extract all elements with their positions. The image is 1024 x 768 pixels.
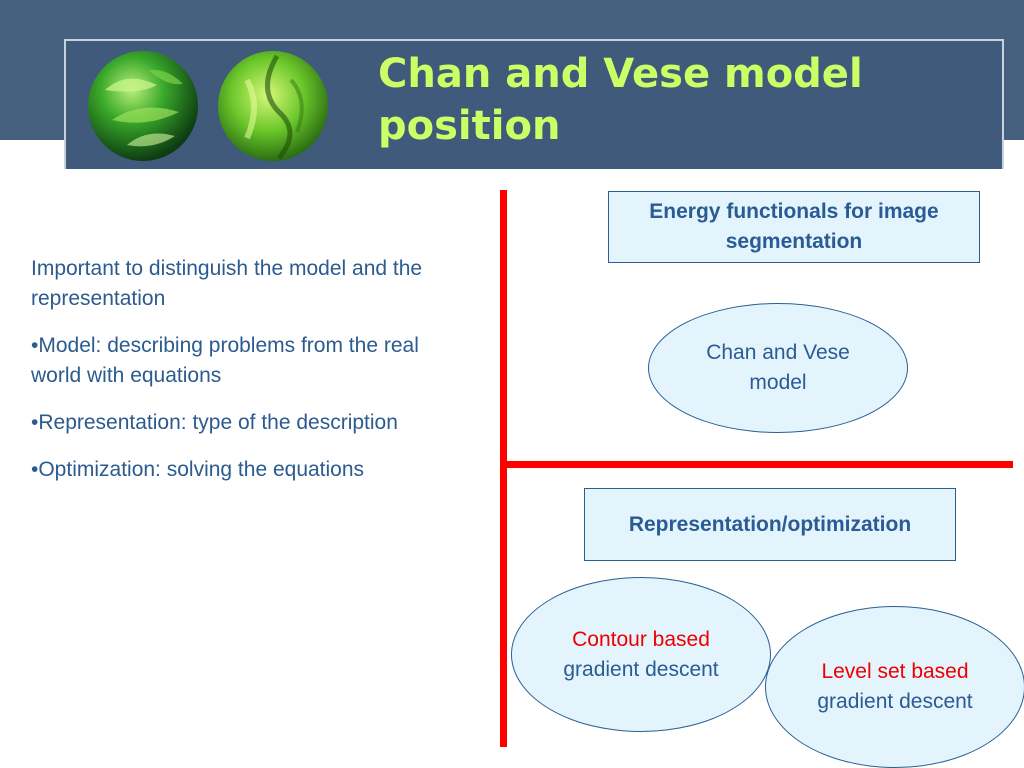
vertical-divider <box>500 190 507 747</box>
slide-title: Chan and Vese model position <box>378 48 978 152</box>
horizontal-divider <box>505 461 1013 468</box>
title-line-1: Chan and Vese model <box>378 51 863 97</box>
chan-vese-ellipse: Chan and Vese model <box>648 303 908 433</box>
bullet-representation: •Representation: type of the description <box>31 411 398 434</box>
contour-label-line-1: Contour based <box>572 627 710 651</box>
paragraph-intro: Important to distinguish the model and t… <box>31 257 423 310</box>
representation-box: Representation/optimization <box>584 488 956 561</box>
explanation-text: Important to distinguish the model and t… <box>31 254 471 502</box>
title-line-2: position <box>378 103 561 149</box>
leaf-sphere-icon <box>217 50 329 167</box>
level-set-label-line-2: gradient descent <box>817 690 973 713</box>
contour-label-line-2: gradient descent <box>563 657 719 681</box>
bullet-model: •Model: describing problems from the rea… <box>31 334 419 387</box>
contour-ellipse: Contour based gradient descent <box>511 577 771 732</box>
level-set-ellipse: Level set based gradient descent <box>765 606 1024 768</box>
chan-vese-label-line-1: Chan and Vese <box>706 341 850 364</box>
energy-functionals-label: Energy functionals for image segmentatio… <box>649 200 939 253</box>
energy-functionals-box: Energy functionals for image segmentatio… <box>608 191 980 263</box>
leaf-sphere-icon <box>87 50 199 167</box>
level-set-label-line-1: Level set based <box>821 660 969 683</box>
bullet-optimization: •Optimization: solving the equations <box>31 458 365 481</box>
representation-label: Representation/optimization <box>628 512 912 536</box>
chan-vese-label-line-2: model <box>749 371 807 394</box>
